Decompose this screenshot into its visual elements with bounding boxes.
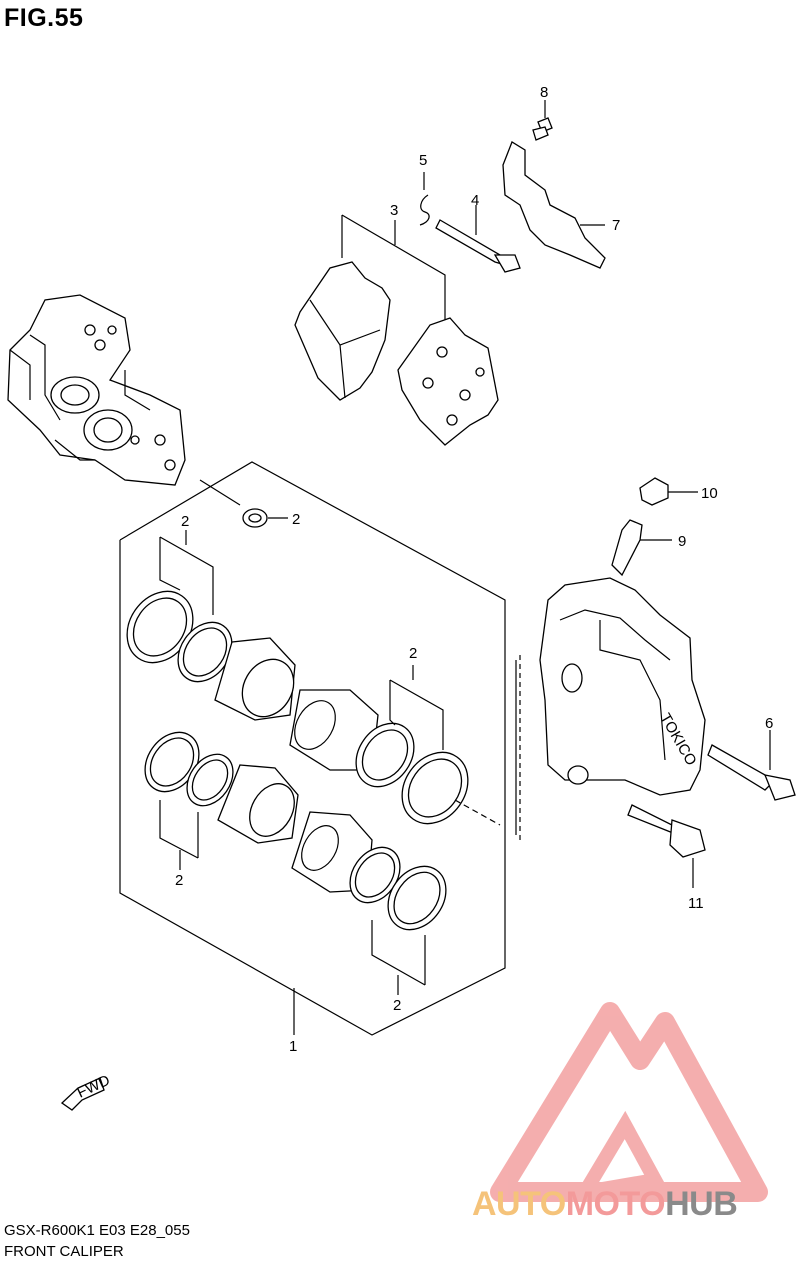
callout-11: 11: [688, 895, 704, 912]
piston-seals-group: [126, 530, 501, 995]
watermark-part3: HUB: [665, 1185, 738, 1223]
direction-arrow: FWD: [60, 1072, 113, 1111]
callout-5: 5: [419, 152, 427, 169]
callout-1: 1: [289, 1038, 297, 1055]
fwd-label: FWD: [75, 1072, 113, 1102]
caliper-body-left: [7, 294, 186, 486]
bleeder-cap: [639, 477, 698, 506]
callout-7: 7: [612, 217, 620, 234]
mounting-bolt-6: [707, 730, 796, 801]
watermark-part2: MOTO: [565, 1185, 666, 1223]
caliper-right: TOKICO: [515, 577, 706, 840]
mounting-bolt-11: [627, 804, 706, 888]
callout-2-seal: 2: [292, 511, 300, 528]
callout-2-lower-left: 2: [175, 872, 183, 889]
bleeder-valve: [611, 519, 672, 577]
watermark-text: AUTOMOTOHUB: [472, 1185, 738, 1224]
figure-title: FIG.55: [4, 4, 84, 32]
callout-2-lower-right: 2: [393, 997, 401, 1014]
brake-pads: [294, 214, 499, 446]
callout-6: 6: [765, 715, 773, 732]
callout-2-upper-left: 2: [181, 513, 189, 530]
watermark-logo: [490, 1002, 768, 1202]
spring-clip: [419, 172, 430, 226]
callout-10: 10: [701, 485, 718, 502]
callout-3: 3: [390, 202, 398, 219]
callout-9: 9: [678, 533, 686, 550]
pad-pin: [435, 205, 521, 273]
assembly-box: [119, 461, 506, 1036]
footer-section: FRONT CALIPER: [4, 1243, 124, 1260]
seal-ring-small: [242, 508, 288, 528]
watermark-part1: AUTO: [472, 1185, 566, 1223]
callout-2-upper-right: 2: [409, 645, 417, 662]
pad-spring-plate: [502, 141, 606, 269]
small-bolt: [532, 100, 553, 141]
callout-8: 8: [540, 84, 548, 101]
footer-model: GSX-R600K1 E03 E28_055: [4, 1222, 190, 1239]
callout-4: 4: [471, 192, 479, 209]
